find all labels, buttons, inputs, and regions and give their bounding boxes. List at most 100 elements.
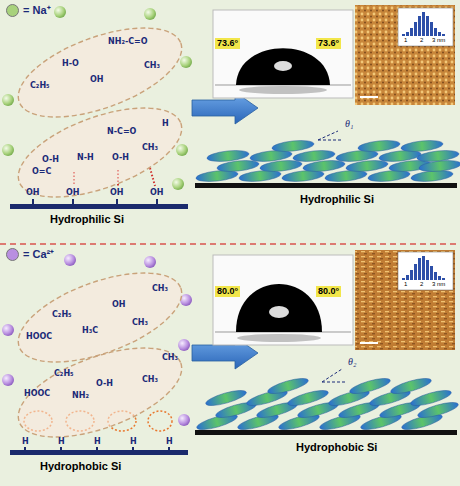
lamellar-stack — [195, 430, 457, 435]
legend-text: = Ca²⁺ — [23, 248, 54, 261]
afm-image — [360, 96, 378, 98]
chemical-group: H — [130, 437, 137, 447]
legend-entry: = Na⁺ — [6, 4, 51, 17]
axis-tick: 2 — [420, 281, 423, 288]
chemical-group: CH₃ — [142, 143, 158, 153]
ion-swatch — [6, 4, 19, 17]
substrate-label: Hydrophilic Si — [300, 193, 374, 206]
afm-image — [402, 256, 445, 280]
afm-image — [438, 276, 441, 280]
lamellar-stack — [389, 375, 432, 396]
contact-angle-image — [213, 10, 353, 98]
sodium-ion — [2, 94, 14, 106]
contact-angle-image — [213, 255, 353, 345]
afm-image — [418, 258, 421, 280]
chemical-group: H₃C — [82, 326, 98, 336]
lamellar-stack — [348, 375, 391, 396]
axis-tick: 3 nm — [432, 37, 445, 44]
chemical-group: NH₂ — [72, 391, 89, 401]
hydrophobic-contact — [148, 411, 172, 431]
cluster-outline — [7, 330, 193, 456]
chemical-group: H-O — [62, 59, 79, 69]
calcium-ion — [2, 374, 14, 386]
substrate-label: Hydrophilic Si — [50, 213, 124, 226]
afm-image — [426, 16, 429, 36]
chemical-group: H — [58, 437, 65, 447]
substrate — [96, 447, 98, 450]
substrate — [24, 447, 26, 450]
calcium-ion — [64, 254, 76, 266]
ion-swatch — [6, 248, 19, 261]
sodium-ion — [172, 178, 184, 190]
lamellar-stack — [272, 139, 315, 153]
chemical-group: C₂H₅ — [54, 369, 74, 379]
afm-image — [430, 22, 433, 36]
lamellar-stack — [204, 387, 247, 408]
chemical-group: OH — [110, 188, 124, 198]
lamellar-stack — [318, 131, 338, 140]
chemical-group: CH₃ — [142, 375, 158, 385]
chemical-group: OH — [90, 75, 104, 85]
chemical-group: H — [166, 437, 173, 447]
substrate — [32, 199, 34, 204]
tilt-angle-symbol: θ₁ — [345, 118, 353, 130]
substrate — [10, 204, 188, 209]
chemical-group: N-H — [77, 153, 94, 163]
chemical-group: OH — [66, 188, 80, 198]
chemical-group: OH — [150, 188, 164, 198]
lamellar-stack — [293, 149, 336, 163]
substrate — [10, 450, 188, 455]
substrate — [60, 447, 62, 450]
contact-angle-image — [213, 255, 353, 345]
chemical-group: CH₃ — [152, 284, 168, 294]
substrate — [116, 199, 118, 204]
lamellar-stack — [409, 387, 452, 408]
afm-image — [402, 12, 445, 36]
afm-image — [438, 32, 441, 36]
sodium-ion — [144, 8, 156, 20]
lamellar-stack — [322, 382, 346, 383]
afm-image — [355, 5, 455, 105]
contact-angle-image — [237, 334, 321, 342]
contact-angle-image — [239, 86, 327, 94]
contact-angle-value: 80.0° — [316, 286, 341, 297]
tilt-angle-symbol: θ₂ — [348, 356, 356, 368]
chemical-group: OH — [112, 300, 126, 310]
chemical-group: N-C=O — [107, 127, 136, 137]
lamellar-stack — [195, 369, 460, 435]
lamellar-stack — [358, 139, 401, 153]
lamellar-stack — [401, 139, 444, 153]
molecule-cluster: HOOC C₂H₅ O-H NH₂ CH₃ CH₃ — [12, 345, 188, 440]
afm-image — [402, 34, 405, 36]
contact-angle-image — [213, 10, 353, 98]
chemical-group: CH₃ — [144, 61, 160, 71]
substrate — [168, 447, 170, 450]
axis-tick: 3 nm — [432, 281, 445, 288]
chemical-group: O-H — [96, 379, 113, 389]
chemical-group: H — [94, 437, 101, 447]
axis-tick: 1 — [404, 37, 407, 44]
substrate — [10, 199, 188, 209]
afm-image — [422, 256, 425, 280]
cluster-outline — [12, 105, 188, 200]
lamellar-stack — [286, 387, 329, 408]
chemical-group: C₂H₅ — [52, 310, 72, 320]
contact-angle-image — [236, 284, 322, 332]
chemical-group: HOOC — [24, 389, 50, 399]
lamellar-stack — [195, 183, 457, 188]
legend-text: = Na⁺ — [23, 4, 51, 17]
afm-image — [410, 270, 413, 280]
chemical-group: CH₃ — [162, 353, 178, 363]
chemical-group: O-H — [42, 155, 59, 165]
afm-image — [414, 22, 417, 36]
substrate-label: Hydrophobic Si — [296, 441, 377, 454]
chemical-group: HOOC — [26, 332, 52, 342]
chemical-group: O=C — [32, 167, 51, 177]
axis-tick: 2 — [420, 37, 423, 44]
afm-image — [398, 252, 453, 290]
afm-image — [426, 260, 429, 280]
substrate — [156, 199, 158, 204]
